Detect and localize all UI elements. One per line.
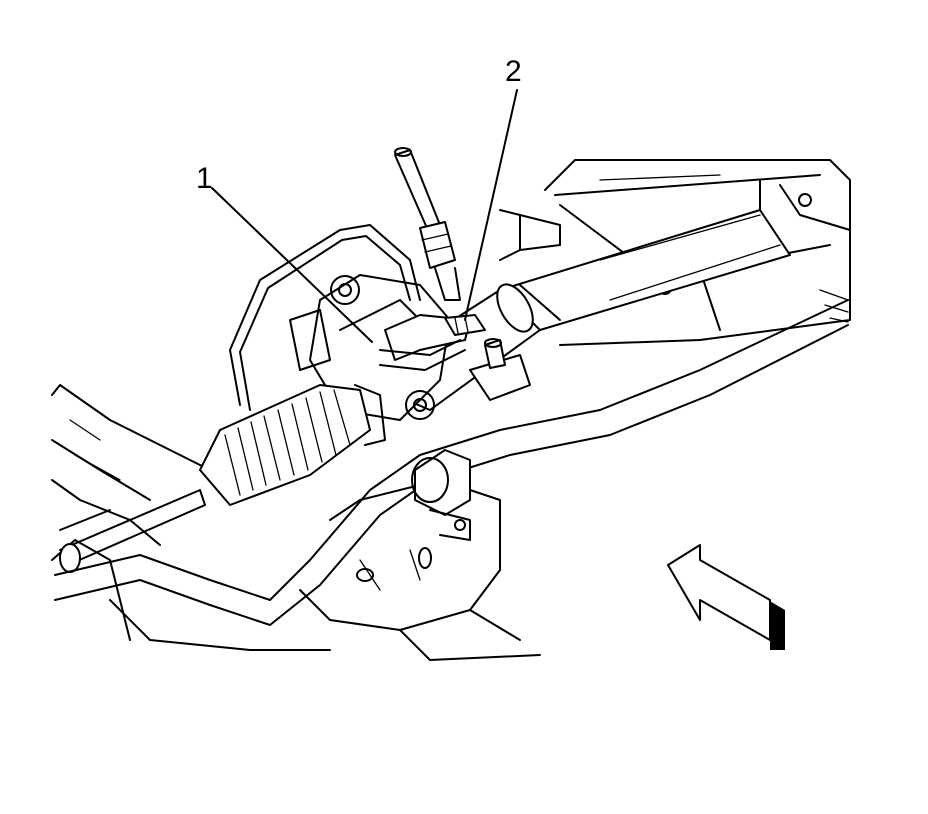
leader-line-2 — [464, 89, 518, 321]
tie-rod-stud — [469, 338, 531, 401]
callout-label-1: 1 — [196, 162, 213, 195]
steering-rack-housing — [359, 209, 791, 411]
lower-bracket — [299, 479, 541, 661]
outer-tie-rod — [59, 489, 206, 573]
callout-label-2: 2 — [505, 55, 522, 88]
leader-line-1 — [211, 187, 373, 343]
rack-boot — [199, 384, 386, 506]
stabilizer-bar — [54, 299, 849, 626]
front-direction-arrow — [667, 544, 785, 650]
upper-hose — [394, 147, 461, 301]
leader-lines — [211, 89, 518, 343]
valve-body — [289, 274, 451, 421]
